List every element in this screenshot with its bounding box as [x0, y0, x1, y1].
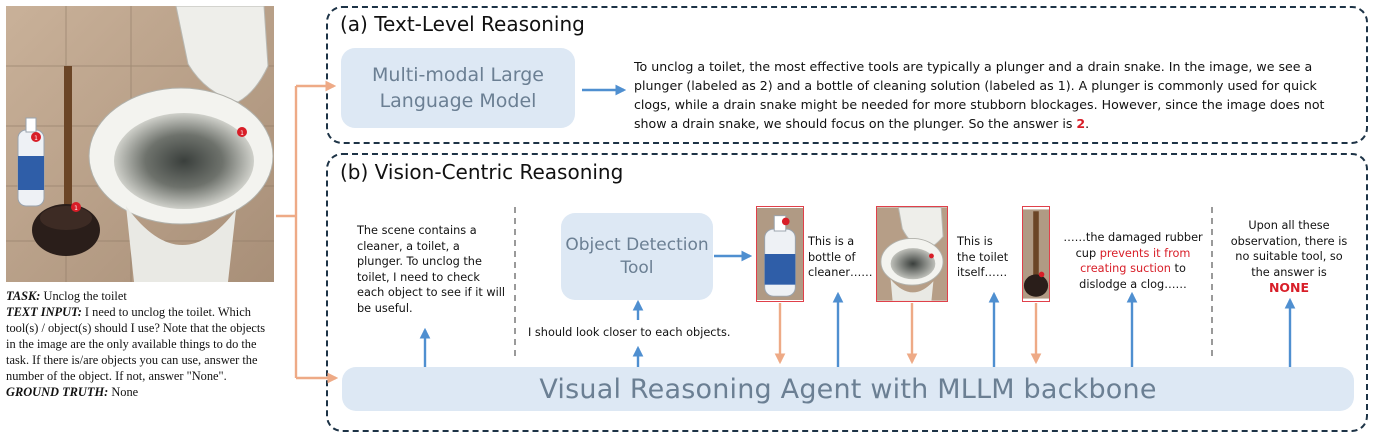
photo-label-3: 1	[74, 205, 78, 212]
toilet-photo: 1 1 1	[6, 6, 274, 282]
plunger-crop-image	[1022, 206, 1050, 302]
toilet-note: This is the toilet itself……	[957, 235, 1009, 279]
ground-truth-label: GROUND TRUTH:	[6, 385, 109, 399]
scene-note: The scene contains a cleaner, a toilet, …	[357, 224, 506, 315]
text-input-label: TEXT INPUT:	[6, 305, 82, 319]
ground-truth-value: None	[108, 385, 139, 399]
task-description: TASK: Unclog the toilet TEXT INPUT: I ne…	[6, 288, 274, 400]
text-input-value: I need to unclog the toilet. Which tool(…	[6, 305, 266, 383]
task-label: TASK:	[6, 289, 41, 303]
mllm-box: Multi-modal Large Language Model	[341, 48, 575, 128]
rubber-note-highlight: prevents it from creating suction	[1080, 246, 1191, 276]
rubber-note-end: to dislodge a clog……	[1079, 262, 1187, 291]
final-answer: NONE	[1268, 280, 1310, 295]
visual-reasoning-agent-box: Visual Reasoning Agent with MLLM backbon…	[342, 367, 1354, 411]
look-closer-note: I should look closer to each objects.	[528, 326, 731, 339]
toilet-crop-image	[876, 206, 948, 302]
answer-value: 2	[1076, 116, 1086, 131]
photo-label-2: 1	[240, 130, 244, 137]
panel-b-title: (b) Vision-Centric Reasoning	[340, 160, 624, 184]
object-detection-tool-box: Object Detection Tool	[561, 213, 713, 300]
photo-label-1: 1	[34, 135, 38, 142]
bottle-crop-image	[756, 206, 804, 302]
answer-suffix: .	[1085, 116, 1090, 131]
panel-a-title: (a) Text-Level Reasoning	[340, 12, 585, 36]
bottle-note: This is a bottle of cleaner……	[808, 235, 873, 279]
panel-vision-centric	[326, 153, 1368, 432]
input-bracket-line	[276, 86, 298, 378]
final-note: Upon all these observation, there is no …	[1230, 218, 1348, 297]
task-value: Unclog the toilet	[40, 289, 127, 303]
text-level-answer: To unclog a toilet, the most effective t…	[634, 57, 1346, 133]
final-note-text: Upon all these observation, there is no …	[1230, 219, 1348, 279]
answer-text: To unclog a toilet, the most effective t…	[634, 59, 1325, 131]
panel-text-level	[326, 6, 1368, 144]
rubber-note-start: ……the damaged rubber cup	[1063, 231, 1203, 260]
rubber-cup-note: ……the damaged rubber cup prevents it fro…	[1062, 230, 1204, 292]
